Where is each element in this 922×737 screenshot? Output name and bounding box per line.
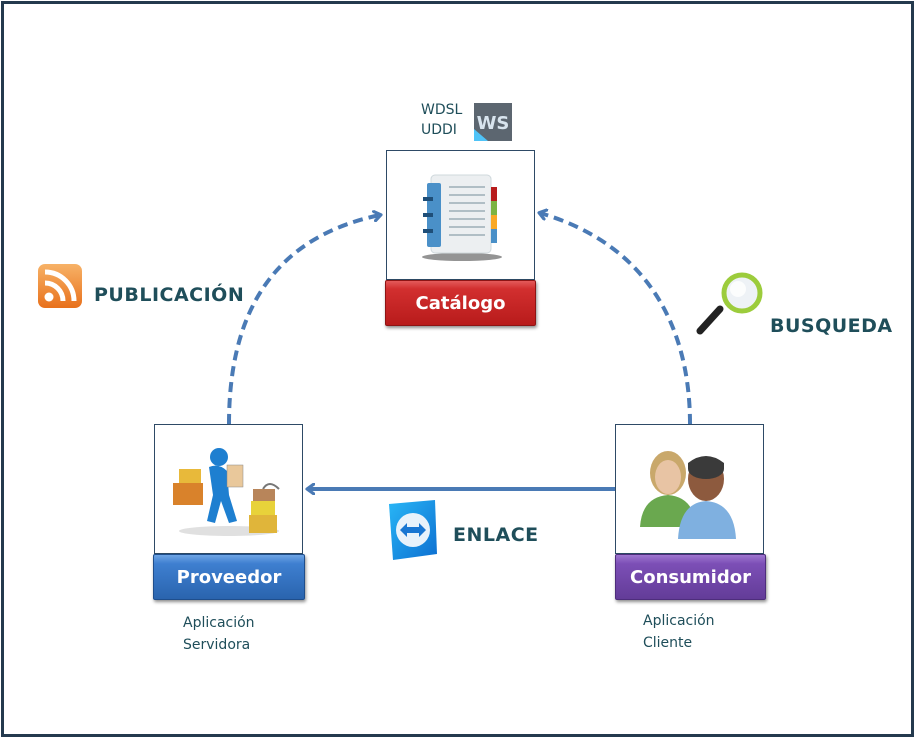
catalog-label-text: Catálogo	[415, 292, 506, 314]
consumer-label-text: Consumidor	[630, 566, 751, 588]
search-arrow	[540, 213, 692, 425]
publication-label: PUBLICACIÓN	[94, 284, 245, 306]
two-way-arrow-icon	[385, 498, 441, 562]
search-label: BUSQUEDA	[770, 315, 893, 337]
provider-node[interactable]	[154, 424, 303, 554]
consumer-label[interactable]: Consumidor	[615, 554, 766, 600]
consumer-node[interactable]	[615, 424, 764, 554]
catalog-label[interactable]: Catálogo	[385, 280, 536, 326]
catalog-standards: WDSL UDDI	[421, 100, 462, 140]
standard-wdsl: WDSL	[421, 102, 463, 118]
magnifier-icon	[694, 269, 768, 337]
consumer-caption-line1: Aplicación	[643, 613, 715, 629]
ws-badge-icon: WS	[474, 103, 512, 141]
catalog-node[interactable]	[386, 150, 535, 280]
delivery-worker-icon	[169, 445, 289, 545]
consumer-caption-line2: Cliente	[643, 635, 693, 651]
provider-caption-line2: Servidora	[183, 637, 251, 653]
rss-feed-icon	[37, 263, 83, 309]
link-label: ENLACE	[453, 524, 539, 546]
svg-text:WS: WS	[477, 113, 510, 134]
consumer-caption: Aplicación Cliente	[643, 610, 715, 654]
provider-label-text: Proveedor	[176, 566, 282, 588]
publication-arrow	[227, 215, 380, 425]
standard-uddi: UDDI	[421, 122, 457, 138]
address-book-icon	[417, 171, 507, 267]
provider-caption-line1: Aplicación	[183, 615, 255, 631]
users-icon	[636, 447, 746, 547]
provider-label[interactable]: Proveedor	[153, 554, 305, 600]
provider-caption: Aplicación Servidora	[183, 612, 255, 656]
